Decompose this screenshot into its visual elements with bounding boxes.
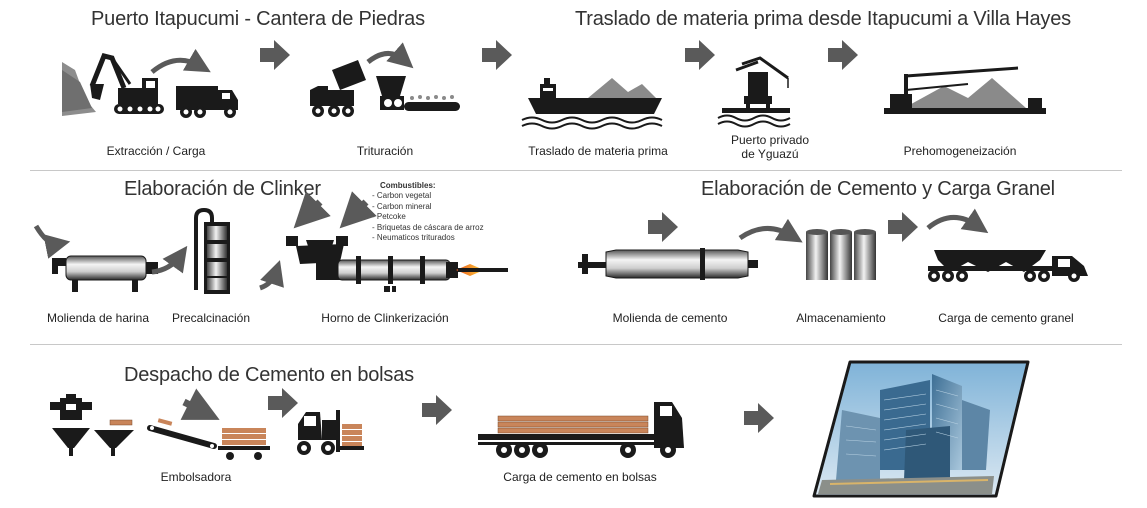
label-kiln: Horno de Clinkerización	[321, 311, 449, 325]
label-precalcination: Precalcinación	[171, 311, 251, 325]
label-bulk-loading: Carga de cemento granel	[938, 311, 1074, 325]
divider-top	[30, 170, 1122, 171]
preheater-tower-icon	[194, 207, 230, 294]
bagging-machine-icon	[50, 394, 134, 456]
curved-arrow-icon	[150, 48, 211, 74]
label-port-line1: Puerto privado	[730, 133, 810, 147]
barge-icon	[521, 78, 663, 130]
curved-arrow-icon	[33, 224, 71, 259]
city-buildings-image	[812, 360, 1030, 498]
fuel-arrow-icon	[339, 191, 377, 229]
stockpile-icon	[884, 66, 1046, 114]
label-raw-milling: Molienda de harina	[46, 311, 150, 325]
arrow-right-icon	[888, 212, 918, 242]
curved-arrow-icon	[151, 245, 188, 275]
fuel-item: - Carbon mineral	[372, 201, 432, 211]
section-title-clinker: Elaboración de Clinker	[124, 178, 321, 200]
fuel-item: - Petcoke	[372, 212, 406, 222]
label-bagging: Embolsadora	[160, 470, 232, 484]
crusher-icon	[310, 60, 460, 117]
label-prehomogenization: Prehomogeneización	[903, 144, 1017, 158]
arrow-right-icon	[260, 40, 290, 70]
arrow-right-icon	[744, 403, 774, 433]
fuel-arrow-icon	[180, 388, 220, 420]
silos-icon	[806, 229, 876, 280]
divider-bottom	[30, 344, 1122, 345]
conveyor-icon	[147, 418, 217, 449]
section-title-quarry: Puerto Itapucumi - Cantera de Piedras	[91, 8, 425, 30]
arrow-right-icon	[482, 40, 512, 70]
fuel-item: - Briquetas de cáscara de arroz	[372, 222, 484, 232]
forklift-icon	[297, 410, 364, 455]
arrow-right-icon	[648, 212, 678, 242]
fuel-item: - Neumaticos triturados	[372, 233, 455, 243]
label-extraction: Extracción / Carga	[106, 144, 206, 158]
section-title-dispatch: Despacho de Cemento en bolsas	[124, 364, 414, 386]
label-crushing: Trituración	[356, 144, 414, 158]
pallet-cart-icon	[218, 428, 270, 460]
raw-mill-icon	[52, 255, 158, 292]
bulk-tanker-truck-icon	[928, 250, 1088, 282]
label-bag-loading: Carga de cemento en bolsas	[503, 470, 657, 484]
fuel-item: - Carbon vegetal	[372, 191, 432, 201]
fuel-arrow-icon	[293, 191, 331, 229]
label-storage: Almacenamiento	[796, 311, 886, 325]
arrow-right-icon	[268, 388, 298, 418]
fuels-heading: Combustibles:	[380, 181, 436, 190]
arrow-right-icon	[828, 40, 858, 70]
arrow-right-icon	[685, 40, 715, 70]
section-title-cement: Elaboración de Cemento y Carga Granel	[701, 178, 1055, 200]
arrow-right-icon	[422, 395, 452, 425]
excavator-icon	[62, 53, 164, 116]
label-port-line2: de Yguazú	[741, 147, 799, 161]
curved-arrow-icon	[366, 42, 414, 69]
curved-arrow-icon	[259, 260, 284, 291]
label-river-transport: Traslado de materia prima	[528, 144, 668, 158]
fuels-list: Combustibles: - Carbon vegetal - Carbon …	[372, 181, 484, 243]
port-crane-icon	[717, 56, 791, 128]
label-port: Puerto privado de Yguazú	[731, 133, 809, 161]
curved-arrow-icon	[738, 218, 803, 243]
section-title-transport: Traslado de materia prima desde Itapucum…	[575, 8, 1071, 30]
label-cement-milling: Molienda de cemento	[612, 311, 728, 325]
rotary-kiln-icon	[286, 236, 508, 292]
dump-truck-icon	[176, 86, 238, 118]
curved-arrow-icon	[926, 208, 989, 234]
cement-mill-icon	[578, 248, 758, 280]
flatbed-truck-icon	[478, 402, 684, 458]
